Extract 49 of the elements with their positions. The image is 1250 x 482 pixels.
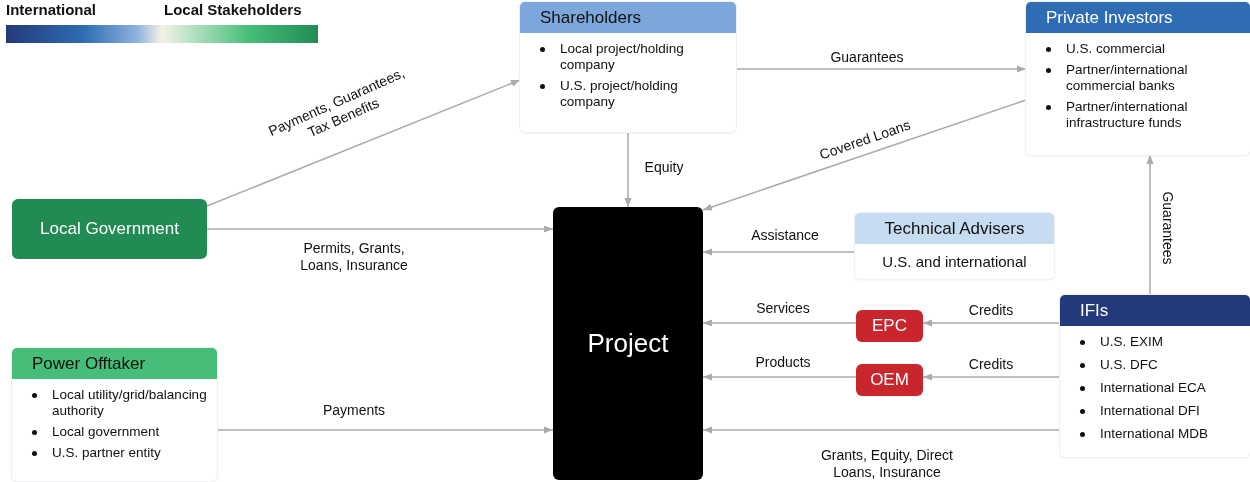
list-item: Local government: [52, 424, 160, 440]
arrow: [922, 319, 1061, 327]
list-item: Partner/international infrastructure funds: [1066, 99, 1189, 131]
list-item: International MDB: [1100, 426, 1209, 442]
arrow: [702, 373, 857, 381]
arrow: [922, 373, 1061, 381]
entity-box: [856, 310, 923, 342]
arrow: [702, 99, 1027, 211]
card-header: Shareholders: [520, 2, 736, 33]
entity-name: EPC: [872, 316, 907, 336]
entity-card: [520, 2, 736, 132]
card-header: Technical Advisers: [855, 213, 1054, 244]
list-item: Local project/holding company: [560, 41, 685, 73]
entity-name: Project: [587, 328, 669, 359]
card-header: Power Offtaker: [12, 348, 217, 379]
entity-card: [855, 213, 1054, 279]
entity-card: [1060, 295, 1250, 457]
entity-box: [553, 207, 703, 480]
list-item: U.S. EXIM: [1100, 334, 1163, 350]
entity-name: Local Government: [40, 219, 179, 239]
card-header: IFIs: [1060, 295, 1250, 326]
arrow: [702, 319, 857, 327]
entity-box: [12, 199, 207, 259]
arrow: [216, 426, 554, 434]
arrow: [206, 225, 554, 233]
arrow: [702, 426, 1061, 434]
edge-label: Equity: [642, 158, 686, 176]
list-item: International ECA: [1100, 380, 1206, 396]
list-item: International DFI: [1100, 403, 1200, 419]
entity-card: [1026, 2, 1250, 155]
scale-label: International: [6, 1, 96, 18]
arrow: [624, 131, 632, 208]
card-text: U.S. and international: [881, 252, 1028, 270]
list-item: U.S. partner entity: [52, 445, 161, 461]
card-header: Private Investors: [1026, 2, 1250, 33]
arrow: [1146, 154, 1154, 296]
entity-card: [12, 348, 217, 481]
arrow: [735, 65, 1027, 73]
list-item: Partner/international commercial banks: [1066, 62, 1189, 94]
arrow: [206, 79, 521, 207]
arrow: [702, 248, 856, 256]
scale-label: Local Stakeholders: [164, 1, 302, 18]
list-item: Local utility/grid/balancing authority: [52, 387, 208, 419]
entity-box: [856, 364, 923, 396]
list-item: U.S. commercial: [1066, 41, 1165, 57]
list-item: U.S. project/holding company: [560, 78, 679, 110]
gradient-scale-bar: [6, 25, 318, 43]
entity-name: OEM: [870, 370, 909, 390]
list-item: U.S. DFC: [1100, 357, 1158, 373]
